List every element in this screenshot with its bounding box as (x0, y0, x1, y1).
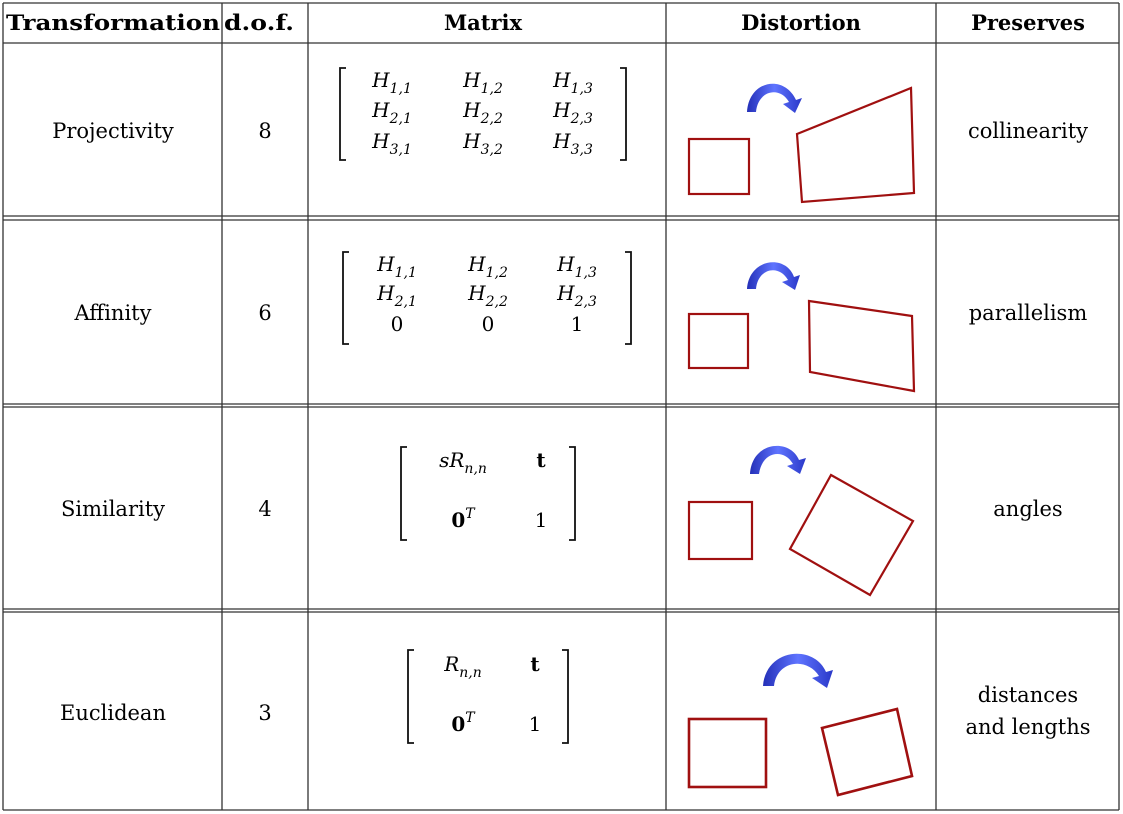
matrix-entry: t (530, 652, 540, 676)
matrix-right-bracket (625, 251, 632, 345)
curved-arrow-icon (747, 262, 800, 290)
matrix-left-bracket (342, 251, 349, 345)
header-transformation: Transformation (6, 10, 220, 35)
matrix-entry: 0 (391, 312, 404, 336)
original-square (687, 500, 754, 561)
matrix-entry: H1,3 (552, 68, 593, 97)
dof-value: 8 (258, 119, 271, 143)
matrix-entry: 1 (571, 312, 584, 336)
distortion-projectivity (687, 83, 916, 204)
original-square (687, 717, 768, 789)
preserves-value: distances (978, 683, 1078, 707)
matrix-entry: 0T (451, 710, 476, 736)
matrix-entry: H2,3 (552, 98, 593, 127)
preserves-value-line2: and lengths (965, 715, 1090, 739)
preserves-value: collinearity (968, 119, 1088, 143)
transformed-quad (820, 707, 914, 797)
row-similarity: Similarity 4 angles (61, 497, 1063, 521)
matrix-entry: H2,1 (376, 281, 417, 310)
matrix-entry: H3,2 (462, 129, 503, 158)
dof-value: 4 (258, 497, 271, 521)
curved-arrow-icon (747, 83, 802, 113)
matrix-right-bracket (620, 67, 627, 161)
header-matrix: Matrix (444, 10, 523, 35)
matrix-left-bracket (407, 649, 414, 744)
matrix-entry: 0T (451, 506, 476, 532)
curved-arrow-icon (763, 653, 833, 688)
matrix-entry: H1,1 (371, 68, 412, 97)
matrix-right-bracket (569, 446, 576, 541)
transformation-name: Similarity (61, 497, 165, 521)
matrix-entry: sRn,n (439, 448, 487, 477)
matrix-entry: H1,3 (556, 252, 597, 281)
matrix-entry: H1,1 (376, 252, 417, 281)
distortion-affinity (687, 262, 916, 393)
matrix-entry: 1 (535, 508, 548, 532)
matrix-entry: t (536, 448, 546, 472)
header-dof: d.o.f. (224, 10, 294, 35)
transformed-quad (788, 473, 915, 597)
transformation-name: Projectivity (52, 119, 174, 143)
matrix-entry: Rn,n (443, 652, 482, 681)
transformation-name: Euclidean (60, 701, 166, 725)
original-square (687, 137, 751, 196)
matrix-entry: H2,2 (462, 98, 503, 127)
preserves-value: angles (993, 497, 1062, 521)
matrix-entry: H2,3 (556, 281, 597, 310)
row-affinity: Affinity 6 parallelism (74, 301, 1088, 325)
header-distortion: Distortion (741, 10, 861, 35)
matrix-entry: 0 (482, 312, 495, 336)
row-euclidean: Euclidean 3 distances and lengths (60, 683, 1090, 739)
matrix-entry: H1,2 (467, 252, 508, 281)
original-square (687, 312, 750, 370)
matrix-entry: H1,2 (462, 68, 503, 97)
matrix-entry: H2,1 (371, 98, 412, 127)
distortion-euclidean (687, 653, 914, 797)
dof-value: 6 (258, 301, 271, 325)
header-preserves: Preserves (971, 10, 1085, 35)
table-header: Transformation d.o.f. Matrix Distortion … (6, 10, 1085, 35)
transformed-quad (807, 299, 916, 393)
matrix-left-bracket (339, 67, 346, 161)
matrix-entry: H3,3 (552, 129, 593, 158)
curved-arrow-icon (750, 445, 806, 474)
row-projectivity: Projectivity 8 collinearity (52, 119, 1088, 143)
matrix-right-bracket (562, 649, 569, 744)
preserves-value: parallelism (969, 301, 1088, 325)
matrix-left-bracket (400, 446, 407, 541)
matrix-entry: H2,2 (467, 281, 508, 310)
distortion-similarity (687, 445, 915, 597)
matrix-entry: H3,1 (371, 129, 412, 158)
transformation-name: Affinity (74, 301, 152, 325)
transformed-quad (795, 86, 916, 204)
dof-value: 3 (258, 701, 271, 725)
matrix-entry: 1 (529, 712, 542, 736)
